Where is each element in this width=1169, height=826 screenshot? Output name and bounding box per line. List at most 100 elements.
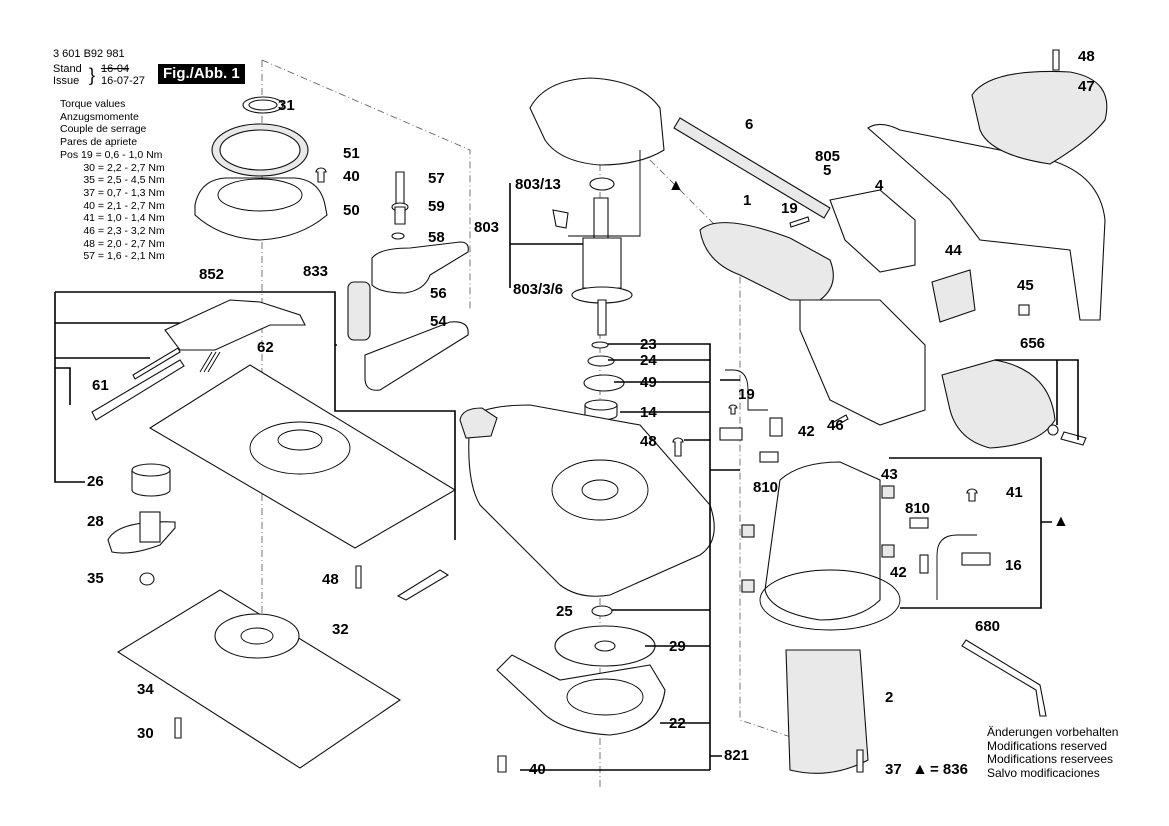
torque-row: 40 = 2,1 - 2,7 Nm xyxy=(60,199,165,212)
part-803-13-bearing xyxy=(589,177,615,191)
part-1-handle-grip xyxy=(699,222,834,301)
label-2: 2 xyxy=(885,689,894,706)
axis-line xyxy=(261,59,471,310)
part-48-screw-top xyxy=(1052,49,1060,71)
torque-row: 57 = 1,6 - 2,1 Nm xyxy=(60,250,165,263)
part-43-block xyxy=(741,524,755,538)
part-bracket-clip xyxy=(552,209,569,229)
label-51: 51 xyxy=(343,145,360,162)
torque-table: Torque values Anzugsmomente Couple de se… xyxy=(60,98,165,263)
part-34-sanding-plate xyxy=(116,589,402,769)
label-680: 680 xyxy=(975,618,1001,635)
label-42-left: 42 xyxy=(798,423,815,440)
part-armature-shaft xyxy=(593,197,609,239)
issue-label: Issue xyxy=(53,75,80,87)
label-37: 37 xyxy=(885,761,902,778)
stand-label: Stand xyxy=(53,63,82,75)
label-5: 5 xyxy=(823,162,832,179)
part-40-screw xyxy=(315,167,327,183)
part-26-top xyxy=(131,463,171,477)
part-48-screw xyxy=(355,565,362,589)
label-28: 28 xyxy=(87,513,104,530)
issue-value: 16-07-27 xyxy=(101,75,146,87)
part-47-cover-cap xyxy=(971,70,1108,165)
part-t-handle xyxy=(396,569,450,601)
part-rod xyxy=(132,347,181,380)
bracket-803 xyxy=(509,183,583,288)
part-51-seal-inner xyxy=(219,129,301,171)
label-59: 59 xyxy=(428,198,445,215)
part-4-switch xyxy=(829,189,916,273)
part-shaft-end xyxy=(597,299,607,336)
label-6: 6 xyxy=(745,116,754,133)
part-number: 3 601 B92 981 xyxy=(53,48,125,60)
part-24-washer xyxy=(587,355,615,367)
label-833: 833 xyxy=(303,263,329,280)
part-gear-housing-opening xyxy=(551,459,649,521)
part-22-fan-cover xyxy=(496,654,666,736)
label-47: 47 xyxy=(1078,78,1095,95)
part-29-fan-hub xyxy=(594,640,616,652)
part-brush-holder xyxy=(719,427,743,441)
note-es: Salvo modificaciones xyxy=(987,766,1100,781)
part-49-circlip xyxy=(583,374,625,392)
part-14-bearing-top xyxy=(584,399,618,411)
torque-title-de: Anzugsmomente xyxy=(60,110,139,123)
part-41-screw xyxy=(966,488,978,502)
part-32-disc xyxy=(214,613,300,659)
part-45-nut xyxy=(1018,304,1030,316)
torque-title-en: Torque values xyxy=(60,98,126,110)
label-26: 26 xyxy=(87,473,104,490)
part-810-carbon-brush xyxy=(759,451,779,463)
label-16: 16 xyxy=(1005,557,1022,574)
part-19-screw xyxy=(789,216,810,228)
label-46: 46 xyxy=(827,417,844,434)
part-2-field-coil xyxy=(785,649,869,774)
part-56-lever xyxy=(371,241,469,294)
label-57: 57 xyxy=(428,170,445,187)
label-34: 34 xyxy=(137,681,154,698)
part-37-screw xyxy=(856,749,864,773)
bracket-852 xyxy=(55,291,337,346)
label-803-3-6: 803/3/6 xyxy=(513,281,564,298)
part-30-screw xyxy=(174,717,182,739)
legend-triangle-value: = 836 xyxy=(930,761,968,778)
part-46-screw xyxy=(831,414,849,428)
label-29: 29 xyxy=(669,638,686,655)
label-810-right: 810 xyxy=(905,500,931,517)
part-16-brush-holder xyxy=(961,552,991,566)
part-gear-housing xyxy=(468,404,715,597)
label-49: 49 xyxy=(640,374,657,391)
note-fr: Modifications reservees xyxy=(987,752,1114,767)
part-gear-housing-top xyxy=(529,77,665,166)
part-platen-bearing-seat xyxy=(249,421,351,475)
label-48-top: 48 xyxy=(1078,48,1095,65)
label-42-right: 42 xyxy=(890,564,907,581)
stand-value: 16-04 xyxy=(101,63,130,75)
bracket-852-left xyxy=(54,292,85,483)
note-en: Modifications reserved xyxy=(987,738,1108,753)
modification-notes: Änderungen vorbehalten Modifications res… xyxy=(987,725,1118,781)
label-56: 56 xyxy=(430,285,447,302)
part-19-screw-small xyxy=(728,404,738,415)
label-32: 32 xyxy=(332,621,349,638)
part-32-disc-hole xyxy=(240,627,274,645)
part-48-screw-center xyxy=(672,437,684,457)
torque-row: 30 = 2,2 - 2,7 Nm xyxy=(60,161,165,174)
part-motor-housing xyxy=(764,461,881,621)
part-25-bearing xyxy=(591,605,613,617)
label-41: 41 xyxy=(1006,484,1023,501)
label-22: 22 xyxy=(669,715,686,732)
torque-row: 48 = 2,0 - 2,7 Nm xyxy=(60,237,165,250)
label-23: 23 xyxy=(640,336,657,353)
label-58: 58 xyxy=(428,229,445,246)
label-62: 62 xyxy=(257,339,274,356)
legend-triangle-icon: ▲ xyxy=(912,761,928,778)
label-821: 821 xyxy=(724,747,750,764)
bracket-852-branches xyxy=(55,322,180,405)
part-43-block xyxy=(881,544,895,558)
label-1: 1 xyxy=(743,192,752,209)
part-852-clamp-arm xyxy=(164,299,306,351)
part-dust-outlet xyxy=(459,407,498,439)
